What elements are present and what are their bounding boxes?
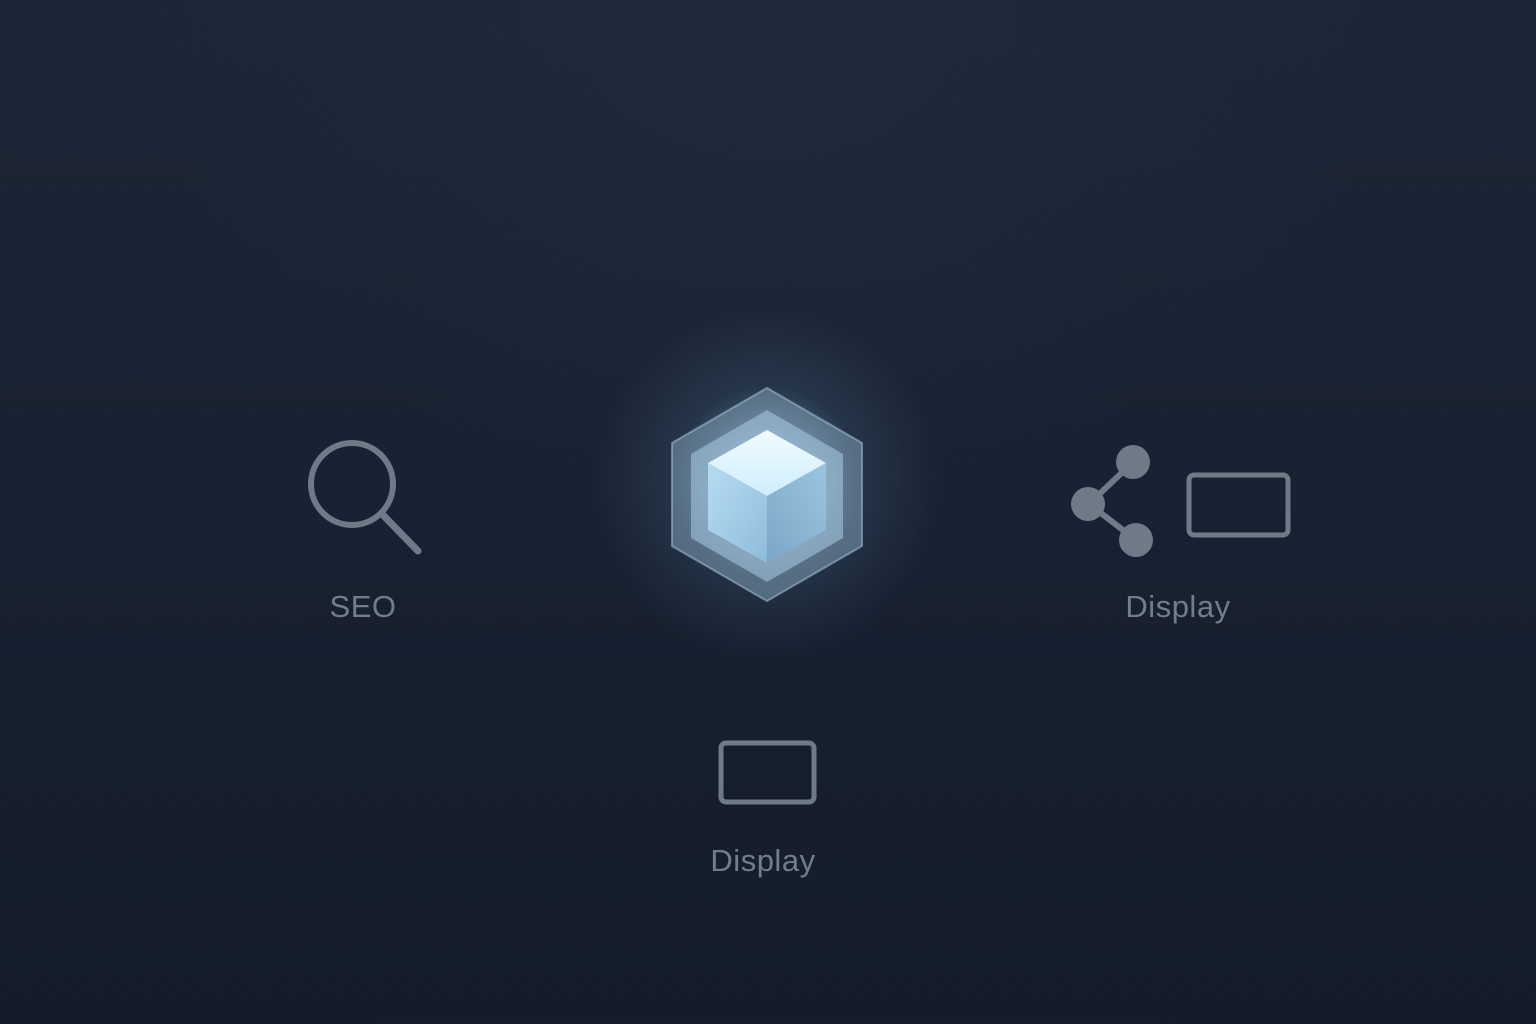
share-icon	[1071, 445, 1153, 557]
display-icon-bottom	[718, 740, 817, 805]
seo-label: SEO	[329, 589, 397, 624]
display-icon-right	[1186, 472, 1291, 538]
display-label-right: Display	[1125, 589, 1231, 624]
cube-icon	[671, 386, 863, 603]
display-label-bottom: Display	[710, 843, 816, 878]
search-icon	[308, 440, 422, 555]
